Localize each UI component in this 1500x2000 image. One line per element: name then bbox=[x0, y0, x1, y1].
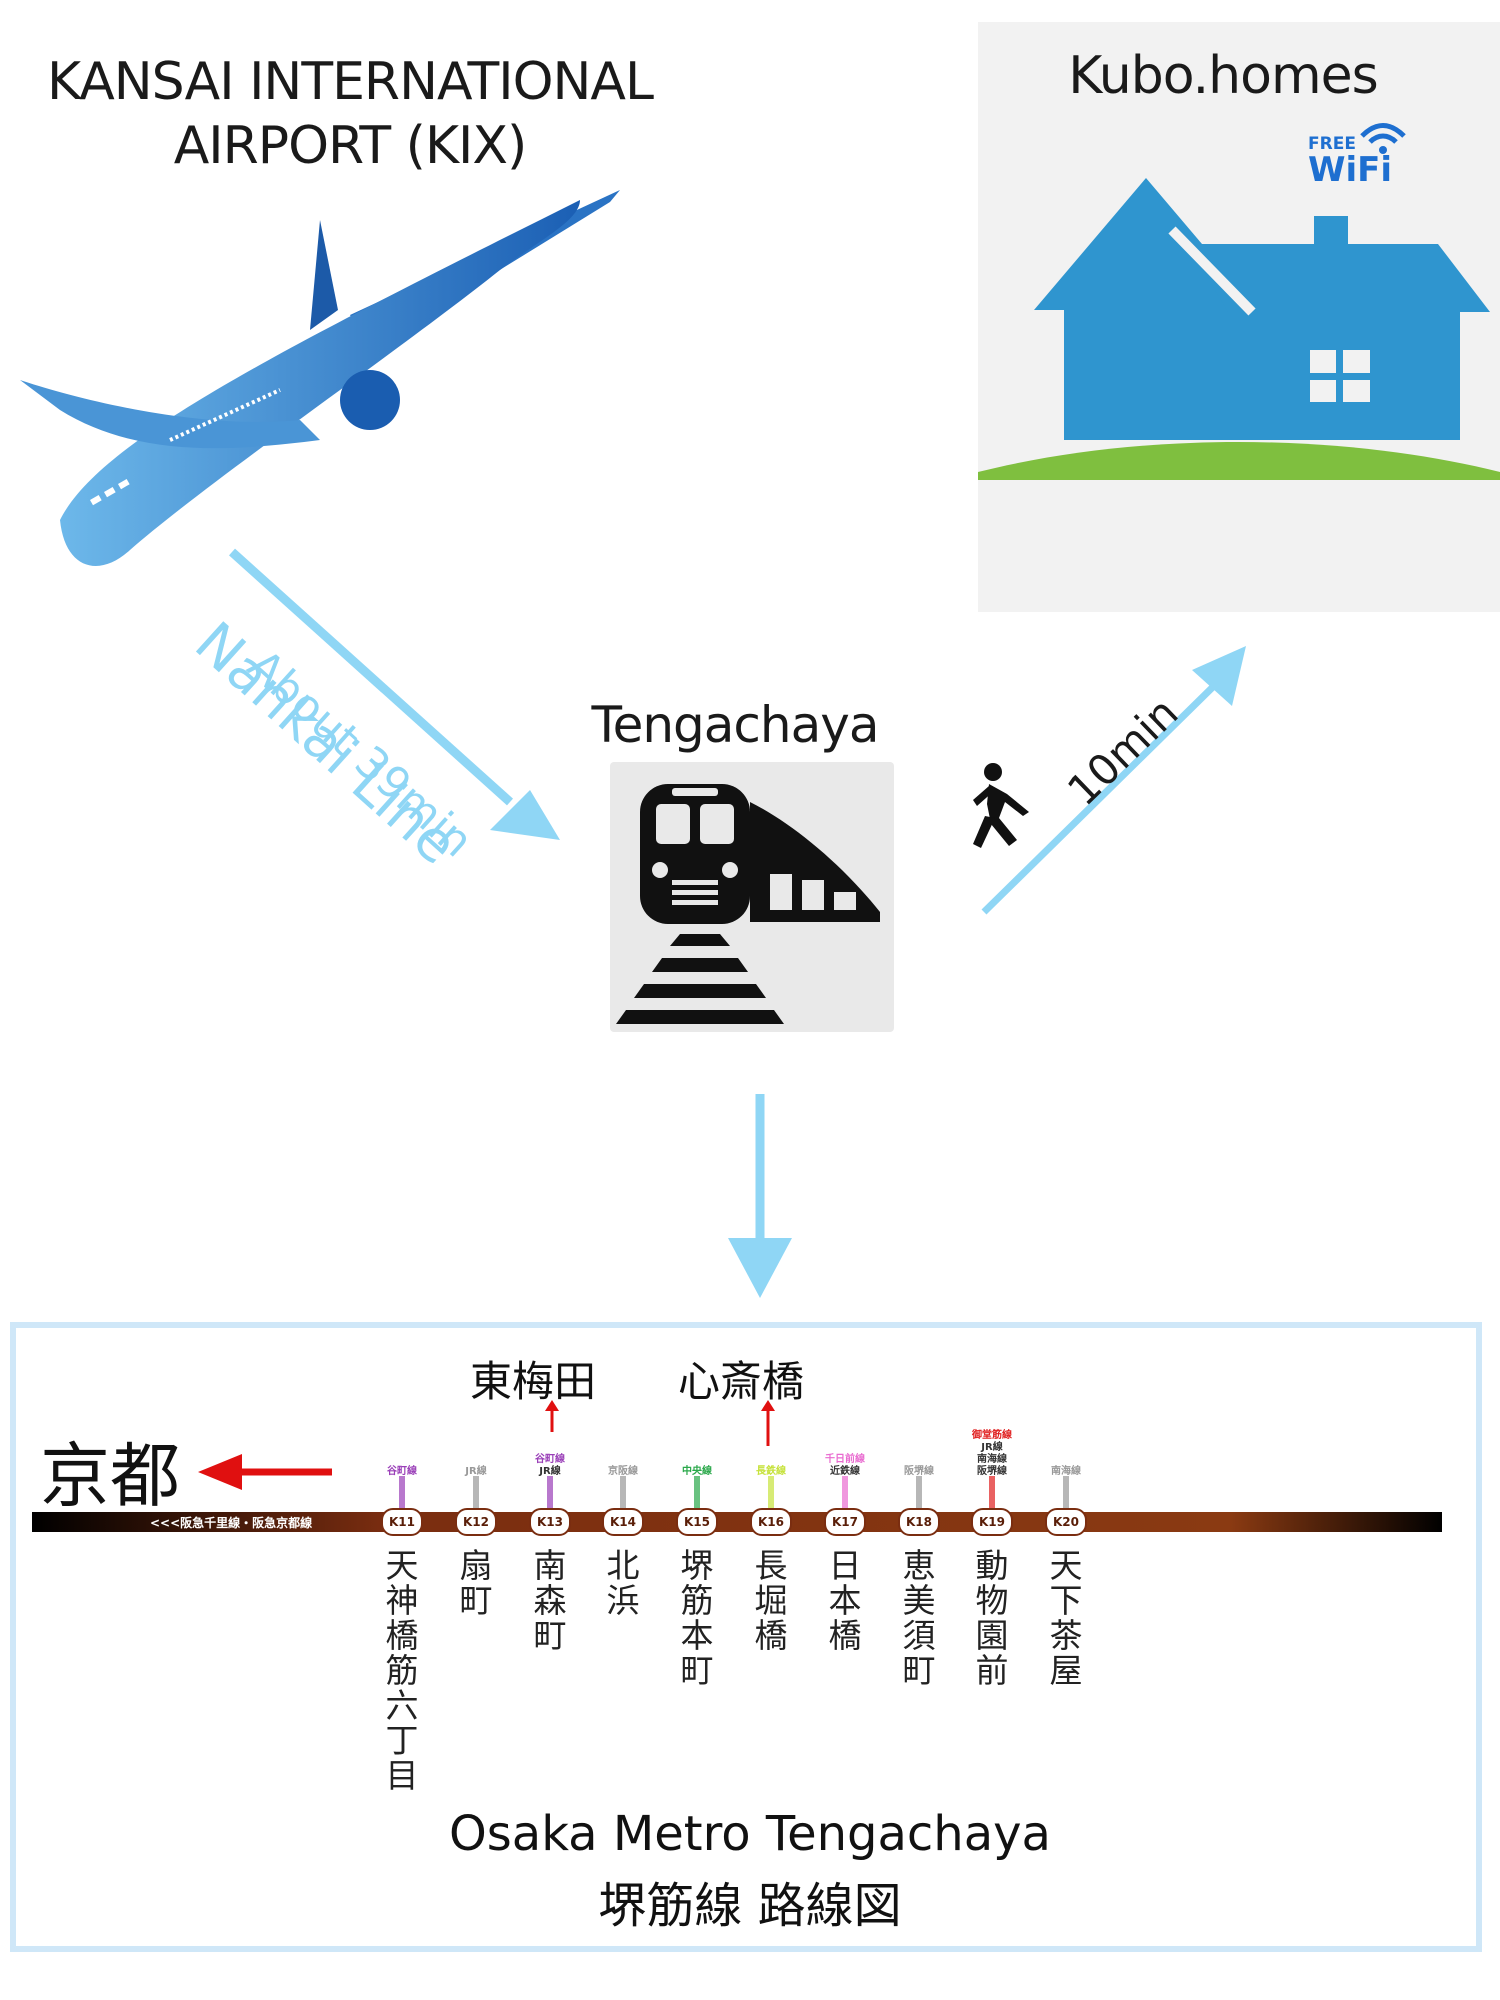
up-arrow-k13 bbox=[545, 1400, 559, 1432]
upper-transfer-higashi-umeda: 東梅田 bbox=[470, 1357, 597, 1406]
station-code-k17: K17 bbox=[824, 1508, 866, 1536]
transfer-label-k16: 長鉄線 bbox=[756, 1466, 786, 1477]
wifi-icon bbox=[1360, 123, 1406, 154]
transfer-connector-k11 bbox=[399, 1476, 405, 1510]
station-code-k12: K12 bbox=[455, 1508, 497, 1536]
station-name-k11: 天神橋筋六丁目 bbox=[385, 1546, 419, 1795]
transfer-label-k15: 中央線 bbox=[682, 1466, 712, 1477]
station-name-k16: 長堀橋 bbox=[754, 1546, 788, 1655]
metro-map-frame bbox=[10, 1322, 1482, 1952]
station-name-k14: 北浜 bbox=[606, 1546, 640, 1620]
transfer-connector-k18 bbox=[916, 1476, 922, 1510]
map-caption-line1: Osaka Metro Tengachaya bbox=[449, 1806, 1051, 1862]
map-caption-line2: 堺筋線 路線図 bbox=[598, 1878, 902, 1934]
station-name-k19: 動物園前 bbox=[975, 1546, 1009, 1690]
station-code-k15: K15 bbox=[676, 1508, 718, 1536]
transfer-label-k12: JR線 bbox=[465, 1466, 487, 1477]
transfer-connector-k19 bbox=[989, 1476, 995, 1510]
train-icon bbox=[616, 784, 880, 1024]
station-code-k20: K20 bbox=[1045, 1508, 1087, 1536]
transfer-label-k19: 阪堺線 bbox=[977, 1466, 1007, 1477]
station-name-k17: 日本橋 bbox=[828, 1546, 862, 1655]
transfer-label-k19: JR線 bbox=[981, 1442, 1003, 1453]
line-end-label: <<<阪急千里線・阪急京都線 bbox=[150, 1516, 313, 1530]
transfer-label-k13: JR線 bbox=[539, 1466, 561, 1477]
route-arrow-to-station bbox=[228, 548, 560, 840]
transfer-label-k17: 近鉄線 bbox=[830, 1466, 860, 1477]
airport-title-line2: AIRPORT (KIX) bbox=[173, 116, 528, 176]
station-code-k14: K14 bbox=[602, 1508, 644, 1536]
walking-person-icon bbox=[973, 763, 1029, 848]
station-name: Tengachaya bbox=[591, 696, 880, 754]
station-name-k18: 恵美須町 bbox=[902, 1546, 936, 1690]
station-name-k15: 堺筋本町 bbox=[680, 1546, 714, 1690]
wifi-free-label: FREE bbox=[1308, 134, 1356, 154]
airplane-icon bbox=[20, 190, 620, 566]
transfer-connector-k12 bbox=[473, 1476, 479, 1510]
destination-name: Kubo.homes bbox=[1068, 46, 1378, 106]
station-code-k18: K18 bbox=[898, 1508, 940, 1536]
transfer-label-k11: 谷町線 bbox=[387, 1466, 417, 1477]
transfer-label-k20: 南海線 bbox=[1051, 1466, 1081, 1477]
up-arrow-k16 bbox=[761, 1400, 775, 1446]
transfer-connector-k15 bbox=[694, 1476, 700, 1510]
transfer-connector-k20 bbox=[1063, 1476, 1069, 1510]
transfer-connector-k14 bbox=[620, 1476, 626, 1510]
down-arrow bbox=[728, 1094, 792, 1298]
direction-label: 京都 bbox=[40, 1435, 180, 1517]
station-name-k13: 南森町 bbox=[533, 1546, 567, 1655]
transfer-label-k18: 阪堺線 bbox=[904, 1466, 934, 1477]
wifi-label: WiFi bbox=[1308, 150, 1393, 190]
airport-title: KANSAI INTERNATIONAL AIRPORT (KIX) bbox=[20, 50, 680, 178]
airport-title-line1: KANSAI INTERNATIONAL bbox=[47, 52, 654, 112]
transfer-connector-k16 bbox=[768, 1476, 774, 1510]
transfer-label-k17: 千日前線 bbox=[825, 1454, 865, 1465]
transfer-label-k14: 京阪線 bbox=[608, 1466, 638, 1477]
station-code-k11: K11 bbox=[381, 1508, 423, 1536]
transfer-label-k19: 御堂筋線 bbox=[972, 1430, 1012, 1441]
upper-transfer-shinsaibashi: 心斎橋 bbox=[678, 1357, 805, 1406]
station-name-k20: 天下茶屋 bbox=[1049, 1546, 1083, 1690]
walk-arrow bbox=[981, 646, 1246, 915]
transfer-label-k13: 谷町線 bbox=[535, 1454, 565, 1465]
transfer-connector-k13 bbox=[547, 1476, 553, 1510]
house-icon bbox=[978, 178, 1500, 480]
station-code-k19: K19 bbox=[971, 1508, 1013, 1536]
direction-arrow-left bbox=[198, 1454, 332, 1490]
station-code-k16: K16 bbox=[750, 1508, 792, 1536]
transfer-connector-k17 bbox=[842, 1476, 848, 1510]
station-code-k13: K13 bbox=[529, 1508, 571, 1536]
transfer-label-k19: 南海線 bbox=[977, 1454, 1007, 1465]
station-name-k12: 扇町 bbox=[459, 1546, 493, 1620]
